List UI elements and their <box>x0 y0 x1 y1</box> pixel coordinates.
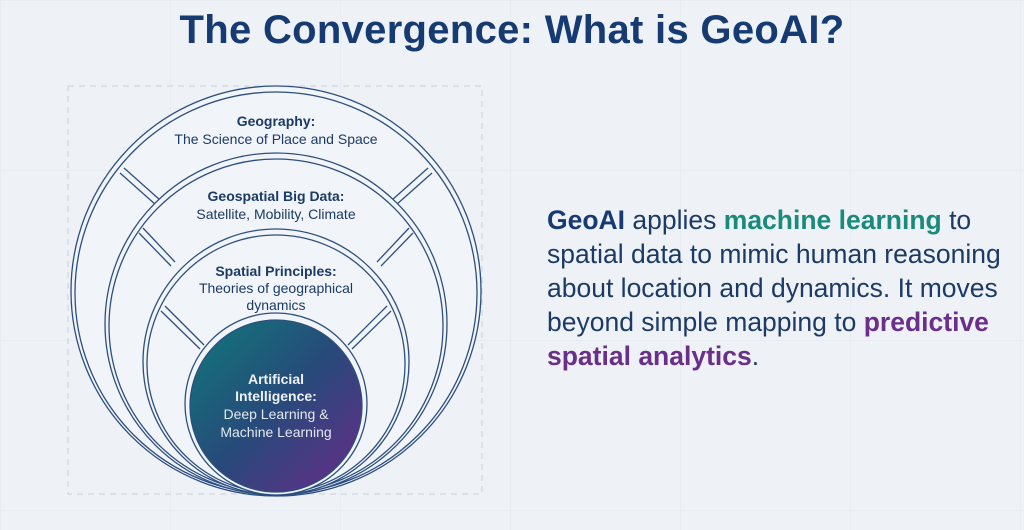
geoai-description: GeoAI applies machine learning to spatia… <box>547 203 1007 373</box>
term-machine-learning: machine learning <box>723 205 942 235</box>
connectors-ring1 <box>119 167 433 206</box>
ring3-subtitle-line2: dynamics <box>246 297 305 313</box>
page-title: The Convergence: What is GeoAI? <box>179 8 845 52</box>
ring1-subtitle: The Science of Place and Space <box>174 131 377 147</box>
ring1-heading: Geography: <box>237 113 316 129</box>
core-heading-line1: Artificial <box>248 371 304 387</box>
connectors-ring3 <box>160 305 392 350</box>
core-subtitle-line2: Machine Learning <box>220 424 331 440</box>
ring2-subtitle: Satellite, Mobility, Climate <box>196 206 355 222</box>
description-text: applies <box>625 205 724 235</box>
core-heading-line2: Intelligence: <box>235 388 317 404</box>
description-text: to spatial data to mimic human reasoning… <box>547 205 1001 337</box>
description-period: . <box>751 341 760 371</box>
connectors-ring2 <box>138 227 414 267</box>
core-subtitle-line1: Deep Learning & <box>223 406 329 422</box>
term-geoai: GeoAI <box>547 205 626 235</box>
ring3-heading: Spatial Principles: <box>215 263 336 279</box>
ring2-heading: Geospatial Big Data: <box>208 188 345 204</box>
term-predictive-spatial-analytics: predictive spatial analytics <box>547 307 989 371</box>
core-ai-circle <box>189 319 363 493</box>
ring3-subtitle-line1: Theories of geographical <box>199 280 353 296</box>
